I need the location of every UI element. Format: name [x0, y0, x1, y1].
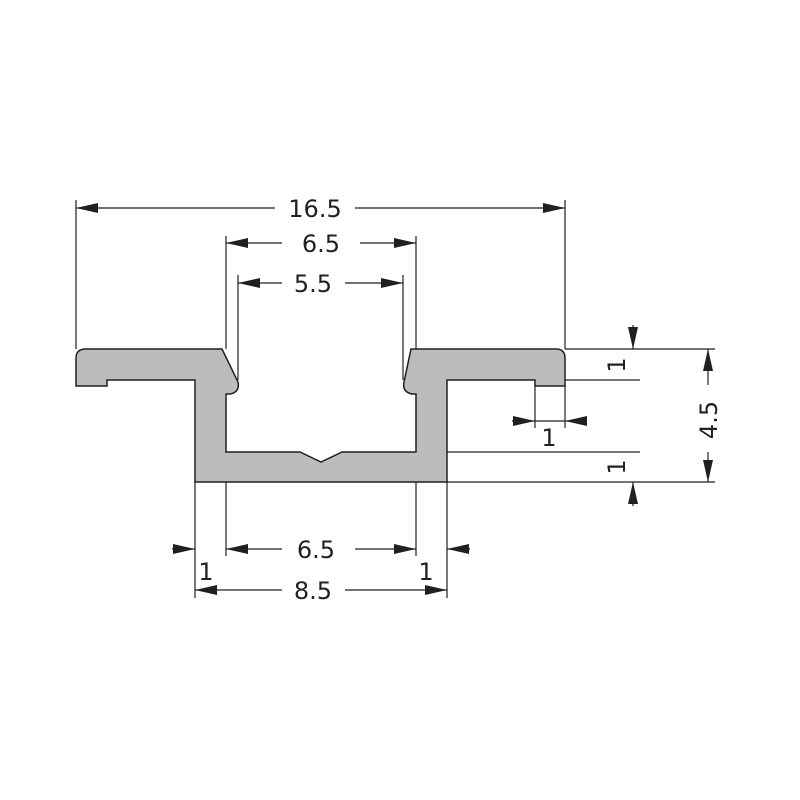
- label-outer-opening: 6.5: [302, 230, 340, 258]
- label-flange-step: 1: [541, 424, 556, 452]
- dimension-flange-thickness: 1: [603, 325, 638, 373]
- dimension-base-outer: 8.5: [195, 577, 447, 605]
- label-base-outer: 8.5: [294, 577, 332, 605]
- dimension-flange-step: 1: [512, 416, 587, 452]
- label-right-wall: 1: [418, 558, 433, 586]
- label-total-height: 4.5: [695, 401, 723, 439]
- dimension-total-height: 4.5: [695, 349, 723, 482]
- dimension-outer-opening: 6.5: [226, 230, 416, 258]
- label-base-inner: 6.5: [297, 536, 335, 564]
- label-flange-thickness: 1: [603, 357, 631, 372]
- dimension-inner-opening: 5.5: [238, 270, 403, 298]
- label-overall-width: 16.5: [288, 195, 341, 223]
- extension-lines: [75, 200, 715, 598]
- label-left-wall: 1: [198, 558, 213, 586]
- dimension-base-thickness: 1: [603, 459, 638, 506]
- dimension-base-inner: 6.5 1 1: [172, 536, 470, 586]
- label-inner-opening: 5.5: [294, 270, 332, 298]
- profile-cross-section: [75, 348, 566, 483]
- dimension-overall-width: 16.5: [76, 195, 565, 223]
- label-base-thickness: 1: [603, 459, 631, 474]
